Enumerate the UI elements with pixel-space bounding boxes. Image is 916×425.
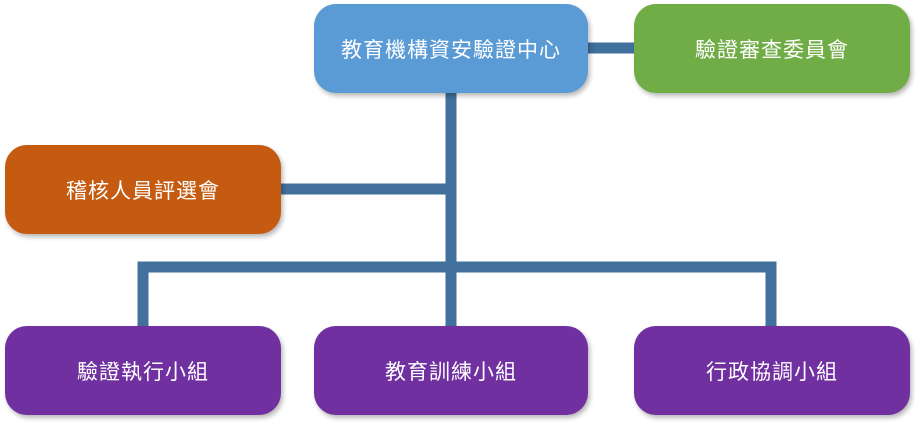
node-review-committee: 驗證審查委員會 bbox=[634, 4, 910, 93]
node-education-security-center: 教育機構資安驗證中心 bbox=[314, 4, 588, 93]
node-label: 教育訓練小組 bbox=[385, 359, 517, 384]
node-training-group: 教育訓練小組 bbox=[314, 326, 588, 415]
node-label: 教育機構資安驗證中心 bbox=[341, 37, 561, 62]
node-auditor-evaluation-committee: 稽核人員評選會 bbox=[5, 145, 281, 234]
connector-groups-bus bbox=[137, 261, 777, 330]
node-execution-group: 驗證執行小組 bbox=[5, 326, 281, 415]
node-label: 稽核人員評選會 bbox=[66, 178, 220, 203]
node-label: 行政協調小組 bbox=[706, 359, 838, 384]
node-admin-coordination-group: 行政協調小組 bbox=[634, 326, 910, 415]
node-label: 驗證執行小組 bbox=[77, 359, 209, 384]
node-label: 驗證審查委員會 bbox=[695, 37, 849, 62]
